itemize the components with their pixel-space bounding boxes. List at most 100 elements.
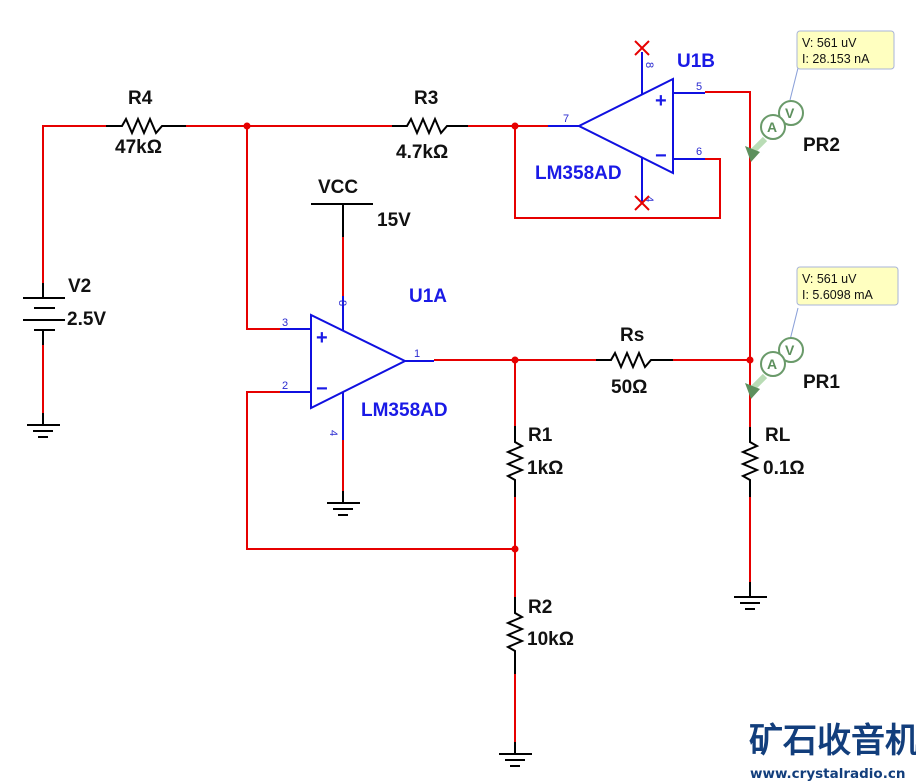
ground-u1a xyxy=(327,491,360,516)
watermark: 矿石收音机 www.crystalradio.cn xyxy=(749,721,916,782)
ammeter-icon xyxy=(760,351,786,377)
pin-label-4: 4 xyxy=(643,196,655,202)
resistor-r1-symbol xyxy=(505,426,525,497)
probe-readout-box xyxy=(796,30,895,70)
voltmeter-glyph: V xyxy=(785,342,795,358)
ground-icon xyxy=(734,582,767,610)
rl-name: RL xyxy=(765,425,791,446)
minus-sign: − xyxy=(655,145,667,167)
pr1-voltage: V: 561 uV xyxy=(802,272,857,286)
ammeter-glyph: A xyxy=(767,119,777,135)
v2-name: V2 xyxy=(68,276,91,297)
resistor-r4[interactable]: R4 47kΩ xyxy=(106,88,186,158)
ground-rl xyxy=(734,582,767,610)
r4-value: 47kΩ xyxy=(115,137,162,158)
wire-u1b-plus-rl[interactable] xyxy=(705,91,751,427)
probe-leader xyxy=(789,67,799,101)
pr2-voltage: V: 561 uV xyxy=(802,36,857,50)
plus-sign: + xyxy=(655,90,667,112)
junction-dot xyxy=(511,545,519,553)
wire-u1a-minus-feedback[interactable] xyxy=(246,391,515,550)
pr2-current: I: 28.153 nA xyxy=(802,52,870,66)
probe-pr2[interactable]: V: 561 uV I: 28.153 nA V A PR2 xyxy=(745,30,895,162)
vcc-source[interactable]: VCC 15V xyxy=(311,177,411,237)
pin-label-8: 8 xyxy=(336,300,348,306)
r2-name: R2 xyxy=(528,597,552,618)
resistor-r4-symbol xyxy=(106,116,186,136)
vcc-symbol xyxy=(311,203,373,237)
ground-icon xyxy=(327,491,360,516)
probe-leader xyxy=(789,307,799,341)
opamp-u1a[interactable]: + − 3 2 1 8 4 U1A LM358AD xyxy=(280,286,448,440)
pin-label-4: 4 xyxy=(327,430,339,436)
opamp-u1b-body xyxy=(576,77,674,175)
junction-dot xyxy=(511,122,519,130)
resistor-r1[interactable]: R1 1kΩ xyxy=(505,425,563,497)
wire-v2-r4[interactable] xyxy=(42,125,106,283)
v2-value: 2.5V xyxy=(67,309,106,330)
minus-sign: − xyxy=(316,378,328,400)
junctions xyxy=(243,122,754,553)
opamp-u1b[interactable]: + − 7 5 6 8 4 U1B LM358AD xyxy=(535,40,715,211)
ground-icon xyxy=(27,413,60,438)
pin-label-6: 6 xyxy=(696,146,702,158)
pin-label-3: 3 xyxy=(282,317,288,329)
pin-label-2: 2 xyxy=(282,380,288,392)
junction-dot xyxy=(511,356,519,364)
u1a-part: LM358AD xyxy=(361,400,448,421)
r4-name: R4 xyxy=(128,88,153,109)
voltmeter-icon xyxy=(778,100,804,126)
resistor-rs-symbol xyxy=(596,350,673,370)
battery-v2[interactable]: V2 2.5V xyxy=(23,276,106,345)
rs-value: 50Ω xyxy=(611,377,647,398)
wire-node-u1a-plus[interactable] xyxy=(246,126,280,330)
resistor-r2[interactable]: R2 10kΩ xyxy=(505,597,574,674)
ground-r2 xyxy=(499,742,532,767)
u1b-name: U1B xyxy=(677,51,715,72)
pin-label-5: 5 xyxy=(696,81,702,93)
no-connect-icon xyxy=(634,195,650,211)
probe-arrow-icon xyxy=(745,146,760,162)
resistor-r3-symbol xyxy=(392,116,468,136)
voltmeter-icon xyxy=(778,337,804,363)
pin-label-8: 8 xyxy=(643,62,655,68)
pr1-current: I: 5.6098 mA xyxy=(802,288,874,302)
r1-name: R1 xyxy=(528,425,553,446)
vcc-name: VCC xyxy=(318,177,358,198)
vcc-value: 15V xyxy=(377,210,411,231)
r1-value: 1kΩ xyxy=(527,458,563,479)
junction-dot xyxy=(243,122,251,130)
pr2-name: PR2 xyxy=(803,135,840,156)
ammeter-icon xyxy=(760,114,786,140)
watermark-url: www.crystalradio.cn xyxy=(750,766,905,782)
r3-name: R3 xyxy=(414,88,438,109)
probe-readout-box xyxy=(796,266,899,306)
resistor-rl[interactable]: RL 0.1Ω xyxy=(740,425,805,497)
no-connect-icon xyxy=(634,40,650,56)
ground-v2 xyxy=(27,413,60,438)
ground-icon xyxy=(499,742,532,767)
rs-name: Rs xyxy=(620,325,644,346)
resistor-rs[interactable]: Rs 50Ω xyxy=(596,325,673,398)
r2-value: 10kΩ xyxy=(527,629,574,650)
u1b-part: LM358AD xyxy=(535,163,622,184)
wires xyxy=(42,91,751,742)
junction-dot xyxy=(746,356,754,364)
plus-sign: + xyxy=(316,327,328,349)
wire-u1b-feedback[interactable] xyxy=(514,126,721,219)
probe-pr1[interactable]: V: 561 uV I: 5.6098 mA V A PR1 xyxy=(745,266,899,399)
pin-label-1: 1 xyxy=(414,348,420,360)
u1a-name: U1A xyxy=(409,286,447,307)
probe-arrow-icon xyxy=(745,383,760,399)
pr1-name: PR1 xyxy=(803,372,840,393)
resistor-r3[interactable]: R3 4.7kΩ xyxy=(392,88,468,163)
resistor-r2-symbol xyxy=(505,597,525,674)
r3-value: 4.7kΩ xyxy=(396,142,448,163)
resistor-rl-symbol xyxy=(740,427,760,497)
opamp-u1a-body xyxy=(310,313,408,410)
pin-label-7: 7 xyxy=(563,113,569,125)
voltmeter-glyph: V xyxy=(785,105,795,121)
ammeter-glyph: A xyxy=(767,356,777,372)
watermark-title: 矿石收音机 xyxy=(749,721,916,761)
